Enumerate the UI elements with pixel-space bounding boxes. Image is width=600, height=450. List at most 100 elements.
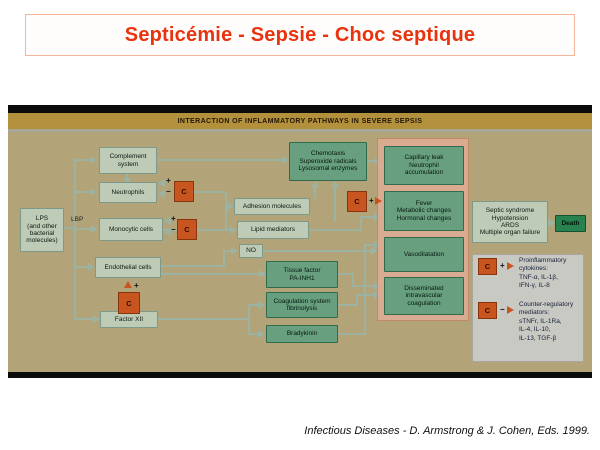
arrow bbox=[282, 156, 289, 164]
connector bbox=[157, 159, 285, 161]
arrow bbox=[88, 263, 95, 271]
connector bbox=[334, 185, 336, 222]
arrow bbox=[227, 202, 234, 210]
connector bbox=[194, 191, 225, 193]
arrow-inhibit bbox=[164, 228, 171, 236]
legend-proinflammatory-text: Proinflammatory cytokines: TNF-α, IL-1β,… bbox=[519, 257, 567, 290]
connector bbox=[126, 174, 128, 180]
connector bbox=[356, 294, 376, 296]
arrow-stimulate bbox=[158, 179, 165, 187]
box-tissue-factor: Tissue factor PA-INH1 bbox=[266, 261, 338, 288]
arrow bbox=[258, 330, 265, 338]
connector bbox=[263, 250, 373, 252]
plus-sign: + bbox=[166, 176, 171, 185]
box-adhesion-molecules: Adhesion molecules bbox=[234, 198, 310, 215]
arrow-stimulate bbox=[164, 217, 171, 225]
diagram-divider bbox=[8, 129, 592, 132]
connector bbox=[64, 227, 76, 229]
legend-c-counter: C bbox=[478, 302, 497, 319]
connector bbox=[74, 191, 92, 193]
connector bbox=[223, 250, 233, 252]
legend-counter-regulatory-text: Counter-regulatory mediators: sTNFr, IL-… bbox=[519, 301, 574, 342]
box-endothelial-cells: Endothelial cells bbox=[95, 257, 161, 278]
diagram-bottom-bar bbox=[8, 372, 592, 378]
arrow bbox=[311, 181, 319, 188]
cytokine-box-neutrophils: C bbox=[174, 181, 194, 202]
legend-arrow-pro bbox=[507, 262, 514, 270]
diagram-top-bar bbox=[8, 105, 592, 113]
connector bbox=[364, 244, 376, 246]
citation: Infectious Diseases - D. Armstrong & J. … bbox=[304, 425, 590, 437]
connector bbox=[74, 159, 92, 161]
diagram-title: INTERACTION OF INFLAMMATORY PATHWAYS IN … bbox=[177, 117, 423, 125]
legend-arrow-counter bbox=[507, 306, 514, 314]
minus-sign: − bbox=[166, 187, 171, 196]
connector bbox=[314, 185, 316, 199]
box-lps: LPS (and other bacterial molecules) bbox=[20, 208, 64, 252]
connector bbox=[74, 159, 76, 321]
arrow bbox=[259, 270, 266, 278]
connector bbox=[360, 216, 376, 218]
connector bbox=[161, 265, 223, 267]
slide-title: Septicémie - Sepsie - Choc septique bbox=[124, 23, 476, 46]
plus-sign: + bbox=[134, 281, 139, 290]
arrow-inhibit bbox=[158, 190, 165, 198]
arrow bbox=[91, 225, 98, 233]
plus-sign: + bbox=[369, 196, 374, 205]
arrow bbox=[231, 247, 238, 255]
connector bbox=[248, 304, 250, 335]
connector bbox=[248, 333, 260, 335]
box-lipid-mediators: Lipid mediators bbox=[237, 221, 309, 239]
arrow bbox=[258, 301, 265, 309]
arrow bbox=[331, 181, 339, 188]
box-complement-system: Complement system bbox=[99, 147, 157, 174]
arrow bbox=[371, 247, 378, 255]
connector bbox=[338, 304, 358, 306]
connector bbox=[74, 228, 92, 230]
box-fever: Fever Metabolic changes Hormonal changes bbox=[384, 191, 464, 231]
legend-c-pro: C bbox=[478, 258, 497, 275]
legend-plus-sign: + bbox=[500, 261, 505, 270]
connector bbox=[309, 229, 362, 231]
arrow bbox=[93, 315, 100, 323]
minus-sign: − bbox=[171, 225, 176, 234]
connector bbox=[223, 250, 225, 267]
sepsis-pathways-diagram: INTERACTION OF INFLAMMATORY PATHWAYS IN … bbox=[8, 105, 592, 378]
box-disseminated-coagulation: Disseminated intravascular coagulation bbox=[384, 277, 464, 315]
connector bbox=[74, 318, 94, 320]
plus-sign: + bbox=[171, 214, 176, 223]
arrow bbox=[230, 226, 237, 234]
connector bbox=[364, 244, 366, 335]
cytokine-box-endothelial: C bbox=[118, 292, 140, 314]
connector bbox=[248, 304, 260, 306]
box-chemotaxis: Chemotaxis Superoxide radicals Lysosomal… bbox=[289, 142, 367, 181]
box-septic-syndrome: Septic syndrome Hypotension ARDS Multipl… bbox=[472, 201, 548, 243]
arrow bbox=[91, 156, 98, 164]
connector bbox=[352, 285, 376, 287]
connector bbox=[158, 318, 248, 320]
box-death: Death bbox=[555, 215, 586, 232]
cytokine-box-monocytic: C bbox=[177, 219, 197, 240]
box-monocytic-cells: Monocytic cells bbox=[99, 218, 163, 241]
box-bradykinin: Bradykinin bbox=[266, 325, 338, 343]
arrow bbox=[91, 188, 98, 196]
arrow bbox=[123, 178, 131, 185]
connector bbox=[225, 192, 227, 231]
legend-minus-sign: − bbox=[500, 305, 505, 314]
box-no: NO bbox=[239, 244, 263, 258]
arrow bbox=[548, 219, 555, 227]
slide-title-box: Septicémie - Sepsie - Choc septique bbox=[25, 14, 575, 56]
arrow-stimulate bbox=[375, 197, 382, 205]
connector bbox=[161, 273, 261, 275]
arrow-stimulate-up bbox=[124, 281, 132, 288]
box-neutrophils: Neutrophils bbox=[99, 182, 157, 203]
box-vasodilatation: Vasodilatation bbox=[384, 237, 464, 272]
diagram-header-bar: INTERACTION OF INFLAMMATORY PATHWAYS IN … bbox=[8, 113, 592, 129]
label-lbp: LBP bbox=[71, 216, 84, 223]
connector bbox=[338, 273, 354, 275]
connector bbox=[352, 273, 354, 287]
box-capillary-leak: Capillary leak Neutrophil accumulation bbox=[384, 146, 464, 185]
connector bbox=[360, 216, 362, 231]
cytokine-box-fever: C bbox=[347, 191, 367, 212]
